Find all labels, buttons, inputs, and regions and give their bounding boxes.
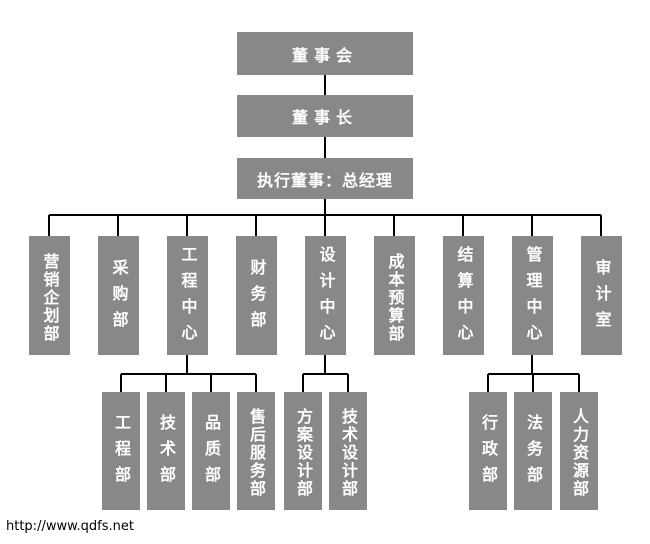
chairman-label: 董事长 <box>291 108 358 127</box>
sub-technical-design-dept: 技术设计部 <box>329 392 367 510</box>
dept-label: 工程中心 <box>178 245 198 350</box>
chairman-box: 董事长 <box>237 95 413 137</box>
dept-management-center: 管理中心 <box>512 236 553 355</box>
dept-settlement-center: 结算中心 <box>443 236 484 355</box>
dept-label: 设计中心 <box>316 245 336 350</box>
dept-cost-budget: 成本预算部 <box>374 236 415 355</box>
dept-audit-office: 审计室 <box>581 236 622 355</box>
sub-dept-label: 工程部 <box>112 414 131 492</box>
source-url: http://www.qdfs.net <box>6 519 134 534</box>
sub-dept-label: 行政部 <box>479 414 498 492</box>
sub-after-sales-dept: 售后服务部 <box>237 392 275 510</box>
dept-label: 审计室 <box>592 258 612 337</box>
sub-engineering-dept: 工程部 <box>102 392 140 510</box>
dept-finance: 财务部 <box>236 236 277 355</box>
sub-dept-label: 售后服务部 <box>247 408 266 498</box>
dept-label: 财务部 <box>247 258 267 337</box>
sub-dept-label: 法务部 <box>524 414 543 492</box>
sub-legal-dept: 法务部 <box>514 392 552 510</box>
sub-dept-label: 方案设计部 <box>294 408 313 498</box>
dept-label: 成本预算部 <box>385 252 405 343</box>
sub-dept-label: 技术部 <box>157 414 176 492</box>
dept-engineering-center: 工程中心 <box>167 236 208 355</box>
sub-dept-label: 技术设计部 <box>339 408 358 498</box>
sub-scheme-design-dept: 方案设计部 <box>284 392 322 510</box>
executive-director-label: 执行董事：总经理 <box>256 170 393 190</box>
sub-dept-label: 人力资源部 <box>570 408 589 498</box>
dept-label: 营销企划部 <box>40 252 60 343</box>
dept-label: 管理中心 <box>523 245 543 350</box>
dept-design-center: 设计中心 <box>305 236 346 355</box>
dept-marketing-planning: 营销企划部 <box>29 236 70 355</box>
sub-administration-dept: 行政部 <box>469 392 507 510</box>
sub-dept-label: 品质部 <box>202 414 221 492</box>
sub-technical-dept: 技术部 <box>147 392 185 510</box>
executive-director-box: 执行董事：总经理 <box>237 158 413 199</box>
dept-label: 结算中心 <box>454 245 474 350</box>
sub-hr-dept: 人力资源部 <box>560 392 598 510</box>
dept-procurement: 采购部 <box>98 236 139 355</box>
sub-quality-dept: 品质部 <box>192 392 230 510</box>
dept-label: 采购部 <box>109 258 129 337</box>
board-of-directors-box: 董事会 <box>237 32 413 75</box>
board-of-directors-label: 董事会 <box>291 45 358 65</box>
